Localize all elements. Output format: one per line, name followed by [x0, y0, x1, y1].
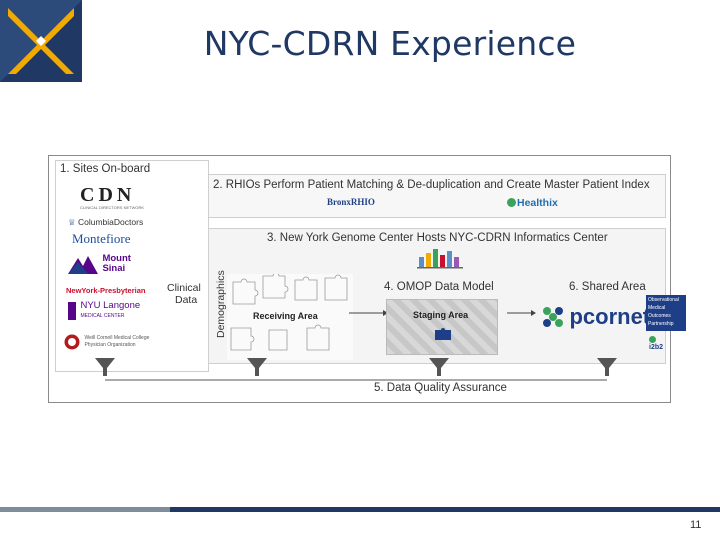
ohdsi-line-2: Medical	[648, 305, 666, 311]
weill-subtext: Physician Organization	[84, 341, 136, 348]
cdn-subtext: CLINICAL DIRECTORS NETWORK	[80, 205, 145, 210]
nyu-subtext: MEDICAL CENTER	[80, 313, 125, 319]
nyu-langone-logo: NYU Langone MEDICAL CENTER	[68, 301, 140, 321]
crown-icon: ♕	[68, 217, 76, 227]
arrow-receiving-to-staging	[349, 310, 388, 316]
pcori-corner-logo	[0, 0, 82, 82]
cdn-text: CDN	[80, 184, 136, 206]
mount-sinai-logo: Mount Sinai	[68, 254, 131, 274]
pcornet-text: pcornet	[569, 304, 651, 329]
omop-title: 4. OMOP Data Model	[384, 281, 494, 293]
mount-text: Mount	[102, 253, 131, 264]
staging-area-label: Staging Area	[413, 310, 469, 320]
page-number: 11	[690, 519, 702, 531]
puzzle-piece-icon	[435, 328, 451, 340]
funnel-icon-shared	[597, 358, 617, 376]
nygc-title: 3. New York Genome Center Hosts NYC-CDRN…	[267, 232, 608, 244]
ohdsi-logo: Observational Medical Outcomes Partnersh…	[646, 295, 686, 331]
healthix-text: Healthix	[517, 197, 558, 209]
columbia-text: ColumbiaDoctors	[78, 217, 144, 227]
nygc-skyline-logo	[417, 249, 463, 269]
clinical-data-label: Clinical Data	[167, 282, 201, 306]
sites-panel: 1. Sites On-board CDN CLINICAL DIRECTORS…	[55, 160, 209, 372]
weill-text: Weill Cornell Medical College	[84, 334, 150, 341]
ohdsi-line-3: Outcomes	[648, 313, 671, 319]
weill-cornell-logo: Weill Cornell Medical College Physician …	[64, 333, 149, 351]
sites-title: 1. Sites On-board	[60, 163, 151, 175]
i2b2-icon	[649, 336, 656, 343]
pcornet-logo: pcornet	[541, 304, 650, 330]
sinai-text: Sinai	[102, 263, 126, 274]
ohdsi-line-1: Observational	[648, 297, 679, 303]
dqa-title: 5. Data Quality Assurance	[374, 382, 507, 394]
staging-area: Staging Area	[386, 299, 498, 355]
clinical-text: Clinical	[167, 282, 201, 294]
nyp-logo: NewYork-Presbyterian	[66, 286, 146, 295]
slide-title: NYC-CDRN Experience	[203, 24, 577, 63]
healthix-logo: Healthix	[507, 197, 558, 209]
bronxrhio-logo: BronxRHIO	[327, 197, 375, 207]
footer-accent	[0, 507, 170, 512]
receiving-area-label: Receiving Area	[253, 311, 318, 321]
mount-sinai-icon	[68, 256, 98, 274]
bronxrhio-text: BronxRHIO	[327, 197, 375, 207]
ohdsi-line-4: Partnership	[648, 321, 674, 327]
healthix-icon	[507, 198, 516, 207]
funnel-icon-rhio	[247, 358, 267, 376]
i2b2-logo: i2b2	[649, 336, 670, 351]
data-text: Data	[175, 294, 198, 306]
demographics-label: Demographics	[212, 268, 228, 338]
nyc-cdrn-diagram: 2. RHIOs Perform Patient Matching & De-d…	[48, 155, 686, 403]
rhio-panel: 2. RHIOs Perform Patient Matching & De-d…	[206, 174, 666, 218]
rhio-title: 2. RHIOs Perform Patient Matching & De-d…	[213, 179, 650, 191]
shared-area-title: 6. Shared Area	[569, 281, 646, 293]
nyu-torch-icon	[68, 302, 76, 320]
cdn-logo: CDN CLINICAL DIRECTORS NETWORK	[80, 185, 144, 210]
puzzle-pieces-icon	[230, 274, 348, 351]
funnel-icon-omop	[429, 358, 449, 376]
i2b2-text: i2b2	[649, 344, 664, 351]
nyu-text: NYU Langone	[80, 300, 141, 311]
cornell-seal-icon	[64, 334, 80, 350]
dqa-funnels	[95, 358, 617, 381]
footer-bar	[0, 507, 720, 512]
demographics-text: Demographics	[215, 270, 227, 338]
funnel-icon-sites	[95, 358, 115, 376]
arrow-staging-to-shared	[507, 310, 536, 316]
receiving-area: Receiving Area	[227, 274, 353, 360]
columbia-doctors-logo: ♕ ColumbiaDoctors	[68, 217, 143, 228]
pcornet-icon	[543, 307, 563, 327]
montefiore-logo: Montefiore	[72, 231, 131, 246]
